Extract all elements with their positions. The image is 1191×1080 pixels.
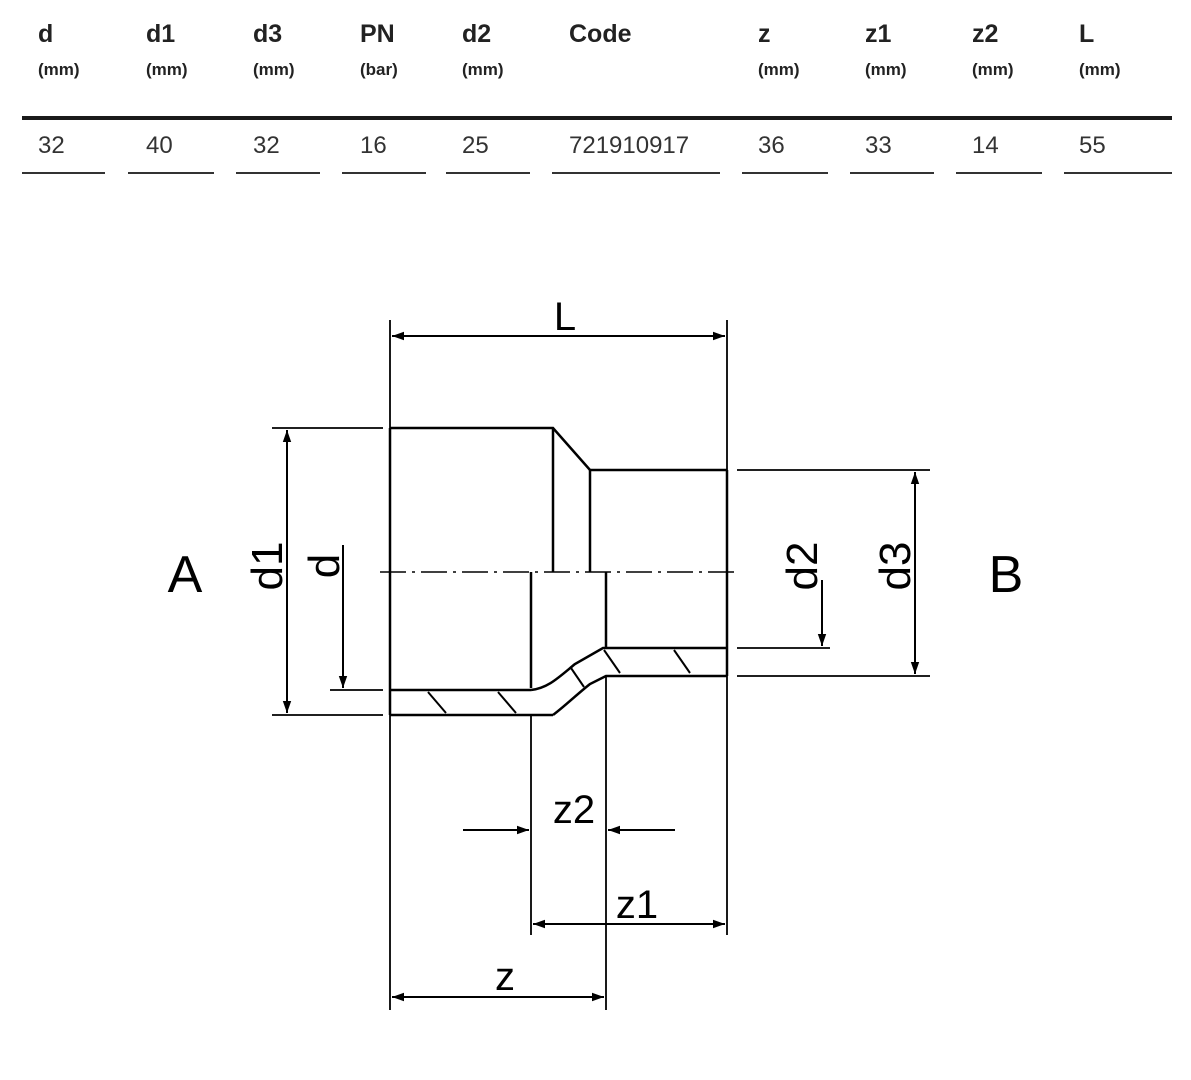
cell-underline [552, 172, 720, 174]
column-unit: (mm) [1079, 60, 1121, 79]
column-header-d3: d3 (mm) [253, 20, 295, 80]
column-header-l: L (mm) [1079, 20, 1121, 80]
column-name: d2 [462, 20, 492, 48]
column-header-z1: z1 (mm) [865, 20, 907, 80]
column-name: PN [360, 20, 395, 48]
column-unit: (mm) [253, 60, 295, 79]
label-l: L [554, 295, 576, 339]
label-d2: d2 [778, 542, 827, 591]
cell-underline [956, 172, 1042, 174]
cell-underline [342, 172, 426, 174]
label-z1: z1 [616, 883, 658, 927]
cell-underline [22, 172, 105, 174]
label-d3: d3 [871, 542, 920, 591]
column-name: L [1079, 20, 1095, 48]
column-unit: (mm) [462, 60, 504, 79]
dimension-lines [282, 331, 920, 1002]
column-header-pn: PN (bar) [360, 20, 398, 80]
cell-underline [1064, 172, 1172, 174]
column-header-d1: d1 (mm) [146, 20, 188, 80]
cell-underline [850, 172, 934, 174]
column-name: z [758, 20, 771, 48]
column-name: Code [569, 20, 632, 48]
column-header-code: Code [569, 20, 632, 60]
column-name: z1 [865, 20, 892, 48]
label-a: A [168, 546, 203, 604]
column-name: d1 [146, 20, 176, 48]
cell-underline [128, 172, 214, 174]
column-name: d3 [253, 20, 283, 48]
column-unit: (mm) [758, 60, 800, 79]
cell-underline [446, 172, 530, 174]
label-b: B [989, 546, 1024, 604]
column-header-z2: z2 (mm) [972, 20, 1014, 80]
header-divider [22, 116, 1172, 120]
table-cell-l: 55 [1079, 132, 1106, 159]
table-cell-code: 721910917 [569, 132, 690, 159]
column-name: d [38, 20, 54, 48]
column-header-z: z (mm) [758, 20, 800, 80]
label-z: z [495, 955, 515, 999]
table-cell-d3: 32 [253, 132, 280, 159]
table-cell-pn: 16 [360, 132, 387, 159]
cell-underline [742, 172, 828, 174]
table-cell-z2: 14 [972, 132, 999, 159]
table-cell-d1: 40 [146, 132, 173, 159]
column-name: z2 [972, 20, 999, 48]
table-cell-d: 32 [38, 132, 65, 159]
wall-hatching [427, 649, 691, 714]
column-header-d: d (mm) [38, 20, 80, 80]
column-unit: (mm) [972, 60, 1014, 79]
label-d: d [300, 554, 349, 578]
label-d1: d1 [243, 542, 292, 591]
column-unit: (mm) [38, 60, 80, 79]
extension-lines [272, 320, 930, 1010]
column-unit: (mm) [865, 60, 907, 79]
table-cell-d2: 25 [462, 132, 489, 159]
column-unit: (mm) [146, 60, 188, 79]
cell-underline [236, 172, 320, 174]
column-unit: (bar) [360, 60, 398, 79]
label-z2: z2 [553, 788, 595, 832]
table-cell-z1: 33 [865, 132, 892, 159]
table-cell-z: 36 [758, 132, 785, 159]
column-header-d2: d2 (mm) [462, 20, 504, 80]
fitting-outline [388, 426, 729, 717]
